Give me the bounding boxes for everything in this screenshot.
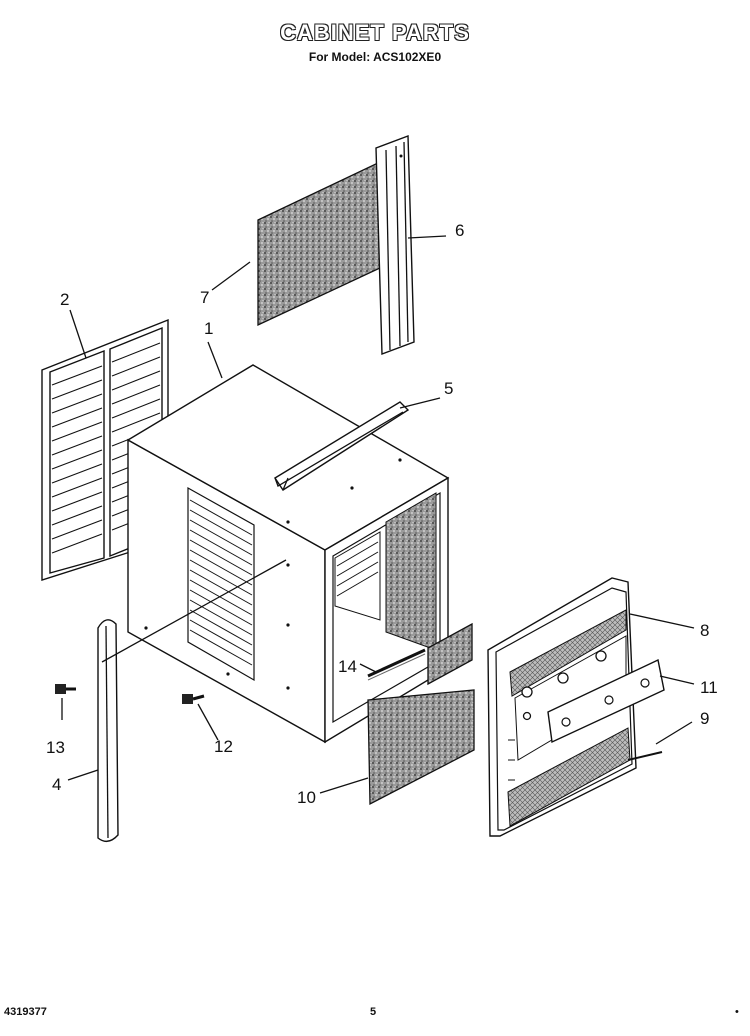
callout-1: 1 — [204, 319, 213, 338]
callout-11: 11 — [700, 678, 718, 697]
page-title: CABINET PARTS — [280, 20, 470, 45]
side-curtain-foam — [257, 160, 381, 327]
rail-screw — [55, 684, 76, 694]
callout-5: 5 — [444, 379, 453, 398]
air-filter — [367, 622, 475, 806]
document-number: 4319377 — [4, 1006, 47, 1018]
cabinet-screw — [182, 694, 205, 704]
front-panel-rod — [627, 751, 663, 761]
callout-2: 2 — [60, 290, 69, 309]
callout-8: 8 — [700, 621, 709, 640]
leader-lines — [61, 235, 695, 794]
callout-13: 13 — [46, 738, 65, 757]
page-number: 5 — [370, 1006, 377, 1018]
callout-4: 4 — [52, 775, 61, 794]
side-curtain-frame — [375, 135, 415, 355]
side-trim-rail — [97, 619, 119, 843]
callout-7: 7 — [200, 288, 209, 307]
callout-10: 10 — [297, 788, 316, 807]
top-channel — [274, 401, 410, 491]
callout-14: 14 — [338, 657, 357, 676]
model-subtitle: For Model: ACS102XE0 — [308, 50, 442, 64]
front-panel-control-plate — [547, 658, 665, 744]
callout-9: 9 — [700, 709, 709, 728]
callout-12: 12 — [214, 737, 233, 756]
filter-retainer — [367, 648, 426, 681]
cabinet — [126, 364, 450, 744]
callout-6: 6 — [455, 221, 464, 240]
footer-mark: • — [735, 1006, 739, 1018]
